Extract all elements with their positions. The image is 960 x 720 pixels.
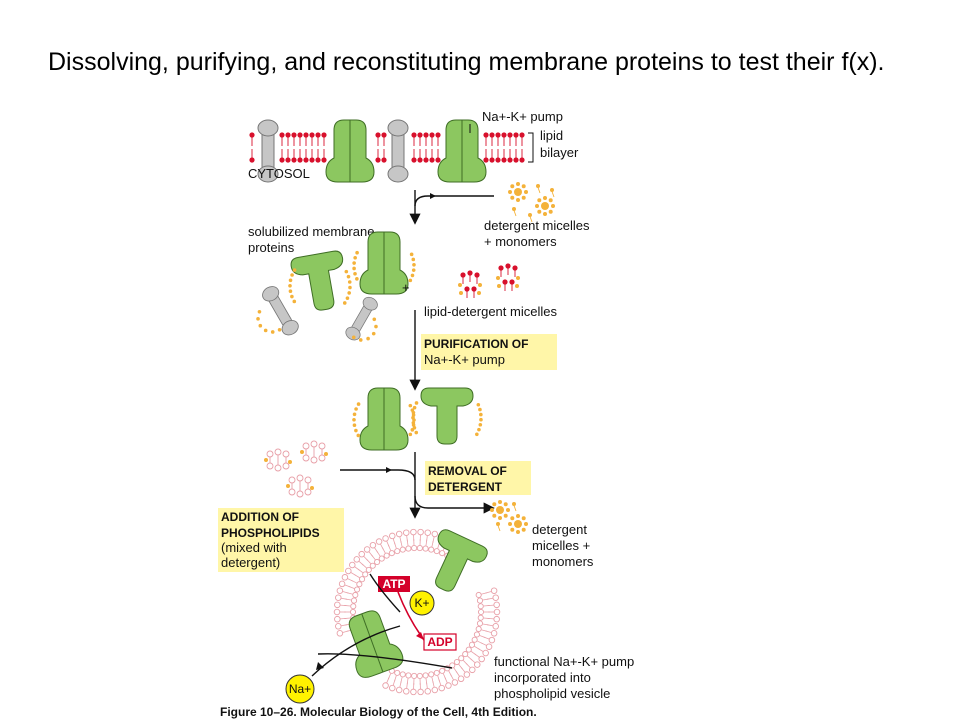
purification-label-2: Na+-K+ pump: [424, 352, 505, 367]
purification-box: [421, 334, 557, 370]
bilayer-bracket: [528, 132, 534, 163]
functional-pump-label-2: incorporated into: [494, 670, 591, 685]
purified-pump-1: [359, 387, 409, 451]
pump-flow-arrow: [317, 653, 453, 669]
adp-badge: ADP: [423, 633, 457, 651]
atp-badge: ATP: [378, 576, 410, 592]
svg-text:ADP: ADP: [427, 635, 452, 649]
detergent-in-arrow: [414, 195, 494, 207]
addition-label-3: (mixed with: [221, 540, 287, 555]
addition-box: [218, 508, 344, 572]
phospholipid-in-arrow: [340, 469, 416, 481]
monomers-label: + monomers: [484, 234, 557, 249]
functional-pump-label-1: functional Na+-K+ pump: [494, 654, 634, 669]
addition-label-2: PHOSPHOLIPIDS: [221, 526, 320, 540]
detergent-micelle-group-1: [508, 182, 555, 223]
solubilized-label-2: proteins: [248, 240, 295, 255]
removal-label-1: REMOVAL OF: [428, 464, 507, 478]
purification-label-1: PURIFICATION OF: [424, 337, 528, 351]
plus-sign: +: [402, 280, 410, 295]
lipid-detergent-micelles: [458, 262, 520, 299]
bilayer-label: bilayer: [540, 145, 579, 160]
slide-title: Dissolving, purifying, and reconstitutin…: [48, 48, 885, 76]
solubilized-label-1: solubilized membrane: [248, 224, 374, 239]
detergent-micelle-group-2: [490, 500, 528, 534]
solubilized-green-t: [289, 249, 352, 315]
pump-top-label: Na+-K+ pump: [482, 109, 563, 124]
functional-pump-label-3: phospholipid vesicle: [494, 686, 610, 701]
removal-box: [425, 461, 531, 495]
purified-detergent-dots: [352, 401, 483, 438]
lipid-label: lipid: [540, 128, 563, 143]
addition-label-4: detergent): [221, 555, 280, 570]
removal-label-2: DETERGENT: [428, 480, 503, 494]
k-ion: K+: [409, 590, 435, 616]
lipid-bilayer: [248, 132, 525, 163]
solubilized-detergent-dots: [256, 250, 416, 342]
detergent-out-label-1: detergent: [532, 522, 587, 537]
figure-caption: Figure 10–26. Molecular Biology of the C…: [220, 705, 537, 719]
svg-text:ATP: ATP: [382, 577, 405, 591]
na-ion: Na+: [285, 674, 315, 704]
svg-text:K+: K+: [414, 596, 429, 610]
cytosol-label: CYTOSOL: [248, 166, 310, 181]
lipid-detergent-label: lipid-detergent micelles: [424, 304, 557, 319]
vesicle-pump-upper: [418, 526, 491, 601]
vesicle-pump-lower: [338, 605, 406, 681]
detergent-out-label-3: monomers: [532, 554, 594, 569]
addition-label-1: ADDITION OF: [221, 510, 299, 524]
purified-pump-2: [420, 387, 474, 445]
k-ion-arrow: [369, 573, 401, 613]
detergent-out-label-2: micelles +: [532, 538, 590, 553]
detergent-micelles-label: detergent micelles: [484, 218, 590, 233]
solubilized-green-pump: [359, 231, 409, 295]
detergent-out-arrow: [414, 495, 495, 514]
mixed-phospholipid-micelles: [264, 440, 328, 498]
svg-text:Na+: Na+: [289, 682, 311, 696]
